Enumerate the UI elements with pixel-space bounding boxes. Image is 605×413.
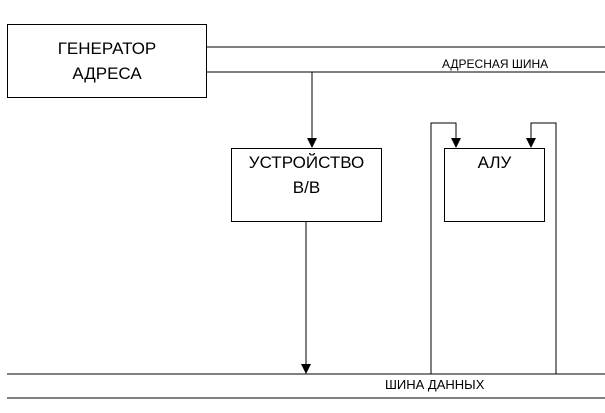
alu-right-input-arrow xyxy=(526,122,557,374)
alu-block: АЛУ xyxy=(444,148,545,222)
data-bus-label: ШИНА ДАННЫХ xyxy=(385,377,485,392)
address-generator-label-line2: АДРЕСА xyxy=(72,64,142,83)
alu-label: АЛУ xyxy=(477,153,512,172)
alu-left-input-arrow xyxy=(430,122,461,374)
address-generator-label-line1: ГЕНЕРАТОР xyxy=(57,39,157,58)
io-device-block: УСТРОЙСТВО В/В xyxy=(231,148,382,222)
address-generator-block: ГЕНЕРАТОР АДРЕСА xyxy=(7,24,207,98)
address-bus-label: АДРЕСНАЯ ШИНА xyxy=(442,57,549,71)
io-device-label-line2: В/В xyxy=(292,178,321,197)
io-device-label-line1: УСТРОЙСТВО xyxy=(248,153,365,172)
